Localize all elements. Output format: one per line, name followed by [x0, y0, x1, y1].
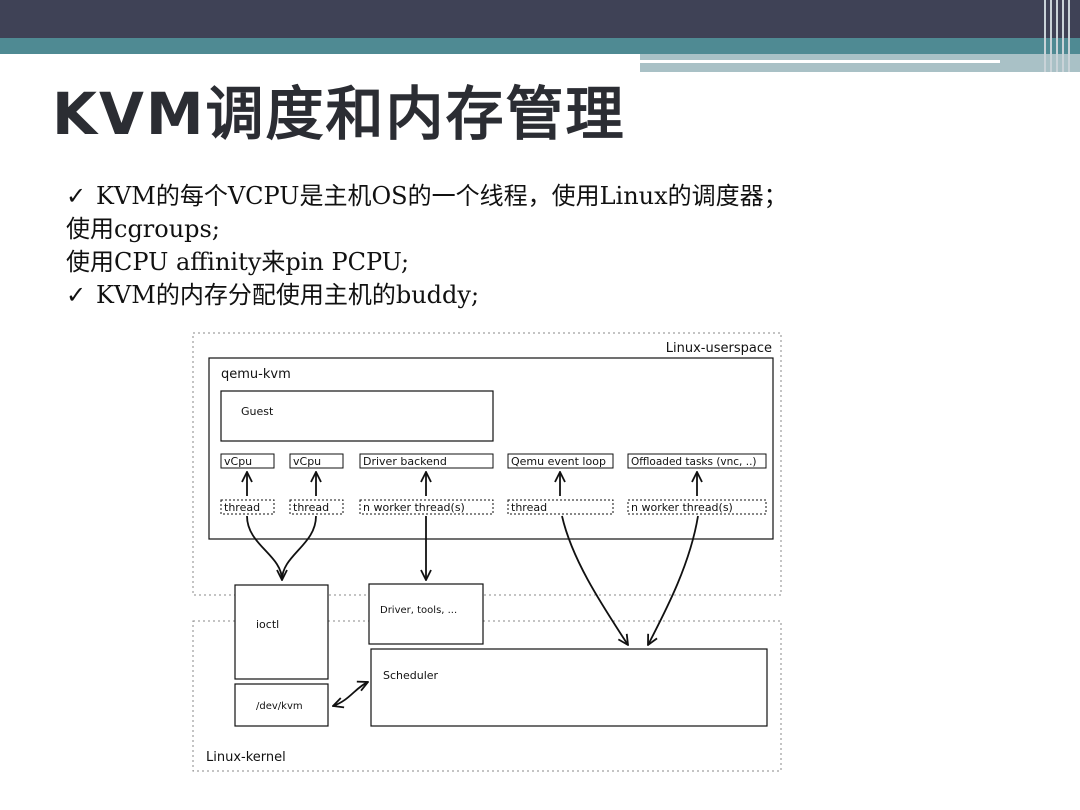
- qemu-kvm-box: [208, 357, 774, 540]
- thread-label: thread: [224, 501, 260, 514]
- userspace-label: Linux-userspace: [666, 341, 772, 356]
- arrow-thread-to-scheduler: [561, 515, 628, 645]
- arrow-vcpu-thread-to-ioctl: [281, 515, 317, 581]
- driver-backend-label: Driver backend: [363, 455, 447, 468]
- vcpu-label: vCpu: [293, 455, 321, 468]
- bullet-text: 使用cgroups;: [66, 215, 220, 243]
- thread-label: thread: [293, 501, 329, 514]
- check-icon: ✓: [66, 182, 87, 210]
- guest-box: [220, 390, 494, 442]
- bullet-text: KVM的每个VCPU是主机OS的一个线程，使用Linux的调度器；: [96, 182, 788, 210]
- arrow-devkvm-scheduler: [333, 682, 368, 706]
- corner-decoration: [1040, 0, 1080, 72]
- thread-box: [507, 499, 614, 515]
- bullet-text: 使用CPU affinity来pin PCPU;: [66, 248, 410, 276]
- vcpu-label: vCpu: [224, 455, 252, 468]
- driver-backend-box: [359, 453, 494, 469]
- driver-tools-label: Driver, tools, ...: [380, 605, 457, 616]
- guest-label: Guest: [241, 405, 274, 418]
- kernel-region: [192, 620, 782, 772]
- worker-thread-label: n worker thread(s): [631, 501, 733, 514]
- kernel-label: Linux-kernel: [206, 750, 286, 765]
- scheduler-box: [370, 648, 768, 727]
- header-light-band: [640, 54, 1080, 72]
- vcpu-box: [289, 453, 344, 469]
- kvm-architecture-diagram: Linux-userspace Linux-kernel qemu-kvm Gu…: [190, 330, 785, 775]
- header-accent-band: [0, 38, 1080, 54]
- scheduler-label: Scheduler: [383, 669, 439, 682]
- qemu-kvm-label: qemu-kvm: [221, 367, 291, 382]
- thread-box: [289, 499, 344, 515]
- bullet-text: KVM的内存分配使用主机的buddy;: [96, 281, 480, 309]
- devkvm-label: /dev/kvm: [256, 701, 303, 712]
- worker-thread-label: n worker thread(s): [363, 501, 465, 514]
- bullet-list: ✓ KVM的每个VCPU是主机OS的一个线程，使用Linux的调度器； 使用cgr…: [66, 180, 788, 312]
- thread-label: thread: [511, 501, 547, 514]
- offloaded-tasks-label: Offloaded tasks (vnc, ..): [631, 456, 757, 468]
- bullet-item: 使用CPU affinity来pin PCPU;: [66, 246, 788, 279]
- worker-thread-box: [359, 499, 494, 515]
- thread-box: [220, 499, 275, 515]
- arrow-vcpu-thread-to-ioctl: [246, 515, 282, 580]
- offloaded-tasks-box: [627, 453, 767, 469]
- ioctl-box: [234, 584, 329, 680]
- page-title: KVM调度和内存管理: [52, 80, 626, 148]
- qemu-event-loop-box: [507, 453, 614, 469]
- ioctl-label: ioctl: [256, 618, 279, 631]
- check-icon: ✓: [66, 281, 87, 309]
- bullet-item: 使用cgroups;: [66, 213, 788, 246]
- devkvm-box: [234, 683, 329, 727]
- driver-tools-box: [368, 583, 484, 645]
- arrow-offloaded-to-scheduler: [648, 515, 699, 645]
- worker-thread-box: [627, 499, 767, 515]
- bullet-item: ✓ KVM的内存分配使用主机的buddy;: [66, 279, 788, 312]
- vcpu-box: [220, 453, 275, 469]
- header-white-line: [640, 60, 1000, 63]
- qemu-event-loop-label: Qemu event loop: [511, 455, 606, 468]
- bullet-item: ✓ KVM的每个VCPU是主机OS的一个线程，使用Linux的调度器；: [66, 180, 788, 213]
- header-bar: [0, 0, 1080, 38]
